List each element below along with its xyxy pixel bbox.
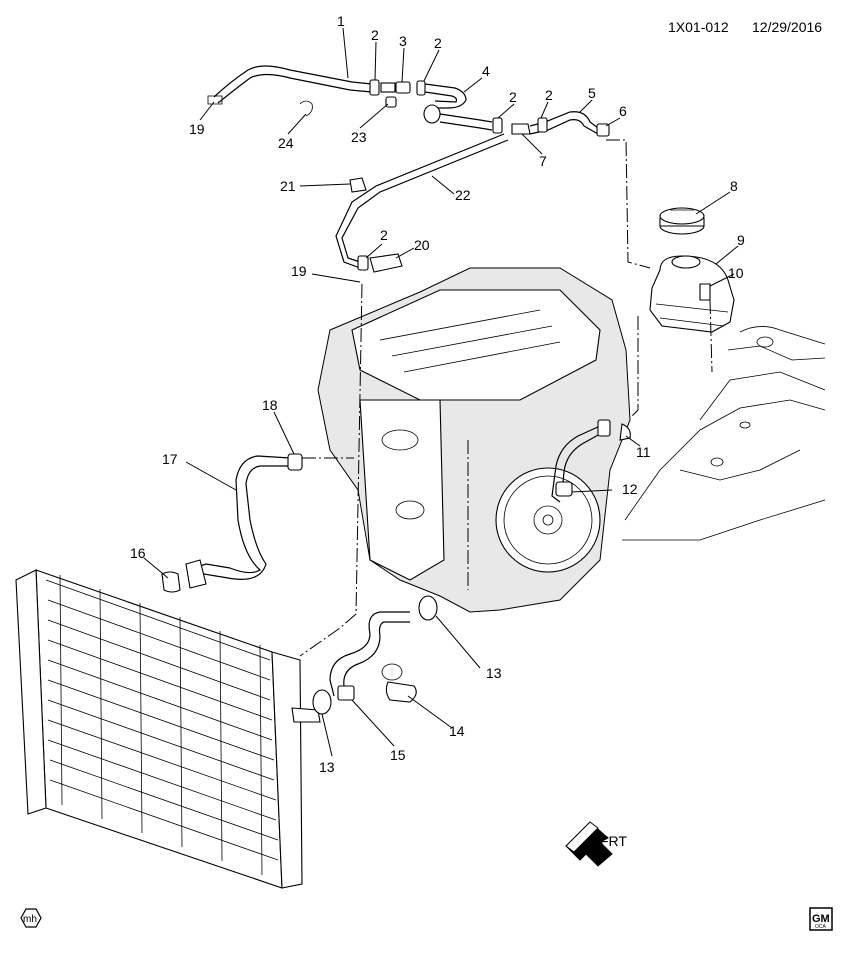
callout-6: 6 xyxy=(619,103,627,119)
callout-11: 11 xyxy=(636,444,651,460)
callout-19: 19 xyxy=(189,121,205,137)
mh-logo-text: mh xyxy=(23,914,37,925)
callout-7: 7 xyxy=(539,153,547,169)
callout-labels: 1 2 3 2 4 2 2 5 6 19 24 23 7 21 22 8 9 1… xyxy=(130,13,745,775)
callout-2: 2 xyxy=(380,227,388,243)
engine-assembly xyxy=(317,267,631,613)
callout-19: 19 xyxy=(291,263,307,279)
leader-lines xyxy=(143,27,739,757)
callout-14: 14 xyxy=(449,723,465,739)
connection-lines xyxy=(299,139,713,657)
callout-13: 13 xyxy=(486,665,502,681)
callout-16: 16 xyxy=(130,545,146,561)
callout-9: 9 xyxy=(737,232,745,248)
callout-1: 1 xyxy=(337,13,345,29)
gm-logo-text: GM xyxy=(812,913,830,925)
callout-24: 24 xyxy=(278,135,294,151)
radiator xyxy=(15,569,321,889)
callout-2: 2 xyxy=(509,89,517,105)
callout-2: 2 xyxy=(434,35,442,51)
callout-18: 18 xyxy=(262,397,278,413)
gm-logo-icon: GM OCA xyxy=(809,907,833,931)
diagram-code: 1X01-012 xyxy=(668,19,729,35)
callout-10: 10 xyxy=(728,265,744,281)
heater-hose-assembly xyxy=(207,65,610,273)
callout-4: 4 xyxy=(482,63,490,79)
callout-2: 2 xyxy=(545,87,553,103)
lower-hoses xyxy=(161,453,438,715)
callout-8: 8 xyxy=(730,178,738,194)
callout-15: 15 xyxy=(390,747,406,763)
callout-17: 17 xyxy=(162,451,178,467)
callout-13: 13 xyxy=(319,759,335,775)
callout-2: 2 xyxy=(371,27,379,43)
diagram-date: 12/29/2016 xyxy=(752,19,822,35)
callout-23: 23 xyxy=(351,129,367,145)
callout-22: 22 xyxy=(455,187,471,203)
callout-3: 3 xyxy=(399,33,407,49)
gm-logo-subtext: OCA xyxy=(815,924,827,930)
callout-20: 20 xyxy=(414,237,430,253)
body-structure xyxy=(622,326,826,541)
callout-21: 21 xyxy=(280,178,296,194)
coolant-reservoir xyxy=(649,207,735,333)
front-direction-arrow-icon: FRT xyxy=(565,821,627,867)
front-direction-label: FRT xyxy=(600,833,627,849)
callout-5: 5 xyxy=(588,85,596,101)
callout-12: 12 xyxy=(622,481,638,497)
mh-logo-icon: mh xyxy=(20,908,42,928)
